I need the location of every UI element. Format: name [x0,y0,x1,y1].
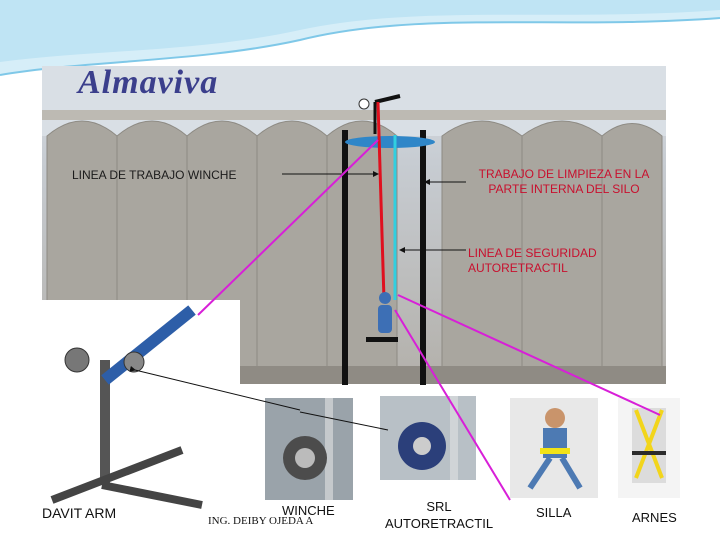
magenta-line-arnes [398,295,660,415]
label-cleaning: TRABAJO DE LIMPIEZA EN LA PARTE INTERNA … [470,167,658,197]
label-safety-line: LINEA DE SEGURIDAD AUTORETRACTIL [468,246,628,276]
caption-srl: SRL AUTORETRACTIL [384,498,494,532]
label-winch-line: LINEA DE TRABAJO WINCHE [72,168,236,183]
caption-silla: SILLA [536,505,571,520]
caption-arnes: ARNES [632,510,677,525]
caption-davit-arm: DAVIT ARM [42,505,116,521]
magenta-line-davit [198,140,378,315]
caption-author: ING. DEIBY OJEDA A [208,515,313,527]
